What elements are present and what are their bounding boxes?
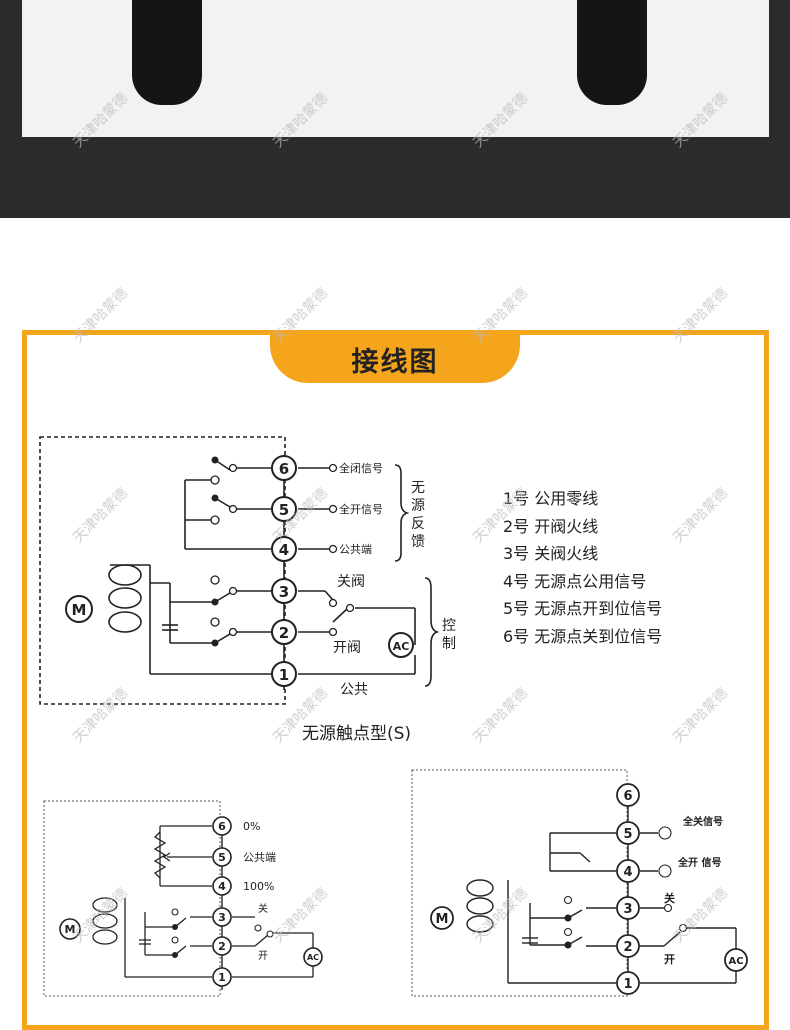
terminal-4: 4 <box>279 541 289 559</box>
terminal-3: 3 <box>279 583 289 601</box>
svg-text:6: 6 <box>623 789 632 804</box>
wiring-diagram-potentiometer: 6 5 4 3 2 1 M AC 0% 公共端 100% 关 开 <box>43 800 323 997</box>
dashed-enclosure <box>39 436 286 705</box>
label-full-close-signal: 全关信号 <box>682 815 723 828</box>
svg-text:制: 制 <box>442 636 456 652</box>
legend-item: 5号 无源点开到位信号 <box>503 599 663 618</box>
label-open-valve: 开阀 <box>333 640 361 656</box>
terminal-1: 1 <box>279 666 289 684</box>
motor-label: M <box>436 912 449 927</box>
svg-text:2: 2 <box>623 940 632 955</box>
label-feedback-vertical: 无源 反馈 <box>411 480 425 550</box>
svg-text:2: 2 <box>218 940 226 953</box>
legend-item: 4号 无源点公用信号 <box>503 571 647 591</box>
motor-label: M <box>72 601 87 619</box>
label-0-percent: 0% <box>243 820 260 833</box>
label-open: 开 <box>664 953 675 966</box>
ac-label: AC <box>393 640 410 653</box>
ac-label: AC <box>728 956 743 967</box>
label-common-terminal: 公共端 <box>339 543 372 556</box>
label-close-valve: 关阀 <box>337 574 365 590</box>
terminal-6: 6 <box>279 460 289 478</box>
svg-text:控: 控 <box>442 618 456 634</box>
label-full-open-signal: 全开 信号 <box>677 856 721 869</box>
label-control-vertical: 控制 <box>442 618 456 652</box>
title-tab: 接线图 <box>270 335 520 383</box>
wiring-diagram-s: 6 5 4 3 2 1 M AC 全闭信号 全开信号 公共端 关阀 开阀 公共 … <box>39 436 456 705</box>
label-close: 关 <box>258 902 268 915</box>
motor-label: M <box>65 923 76 936</box>
label-close-signal: 全闭信号 <box>339 461 383 475</box>
terminal-5: 5 <box>279 501 289 519</box>
svg-text:6: 6 <box>218 820 226 833</box>
svg-text:3: 3 <box>218 911 226 924</box>
terminal-2: 2 <box>279 624 289 642</box>
label-open: 开 <box>258 951 268 962</box>
svg-text:反: 反 <box>411 516 425 532</box>
product-photo-right-part <box>577 0 647 105</box>
label-common-terminal: 公共端 <box>243 851 276 864</box>
label-close: 关 <box>664 891 675 905</box>
svg-text:1: 1 <box>623 977 632 992</box>
svg-text:4: 4 <box>218 880 226 893</box>
svg-text:5: 5 <box>623 827 632 842</box>
terminal-legend: 1号 公用零线 2号 开阀火线 3号 关阀火线 4号 无源点公用信号 5号 无源… <box>503 485 662 650</box>
label-common: 公共 <box>340 682 368 698</box>
legend-item: 2号 开阀火线 <box>503 516 599 536</box>
product-photo-left-part <box>132 0 202 105</box>
svg-text:馈: 馈 <box>411 534 425 550</box>
label-100-percent: 100% <box>243 880 274 893</box>
top-dark-band <box>0 0 790 218</box>
ac-label: AC <box>307 953 319 962</box>
product-photo <box>22 0 769 137</box>
label-open-signal: 全开信号 <box>339 502 383 516</box>
wiring-diagram-limit-signal: 6 5 4 3 2 1 M AC 全关信号 全开 信号 关 开 <box>411 769 748 997</box>
page-title: 接线图 <box>351 346 439 378</box>
legend-item: 6号 无源点关到位信号 <box>503 626 663 646</box>
diagram-caption: 无源触点型(S) <box>302 724 412 744</box>
legend-item: 3号 关阀火线 <box>503 544 599 563</box>
legend-item: 1号 公用零线 <box>503 489 599 508</box>
svg-text:无: 无 <box>411 480 425 496</box>
svg-text:4: 4 <box>623 865 632 880</box>
svg-text:3: 3 <box>623 902 632 917</box>
svg-text:5: 5 <box>218 851 226 864</box>
svg-text:源: 源 <box>411 498 425 514</box>
svg-text:1: 1 <box>218 971 226 984</box>
